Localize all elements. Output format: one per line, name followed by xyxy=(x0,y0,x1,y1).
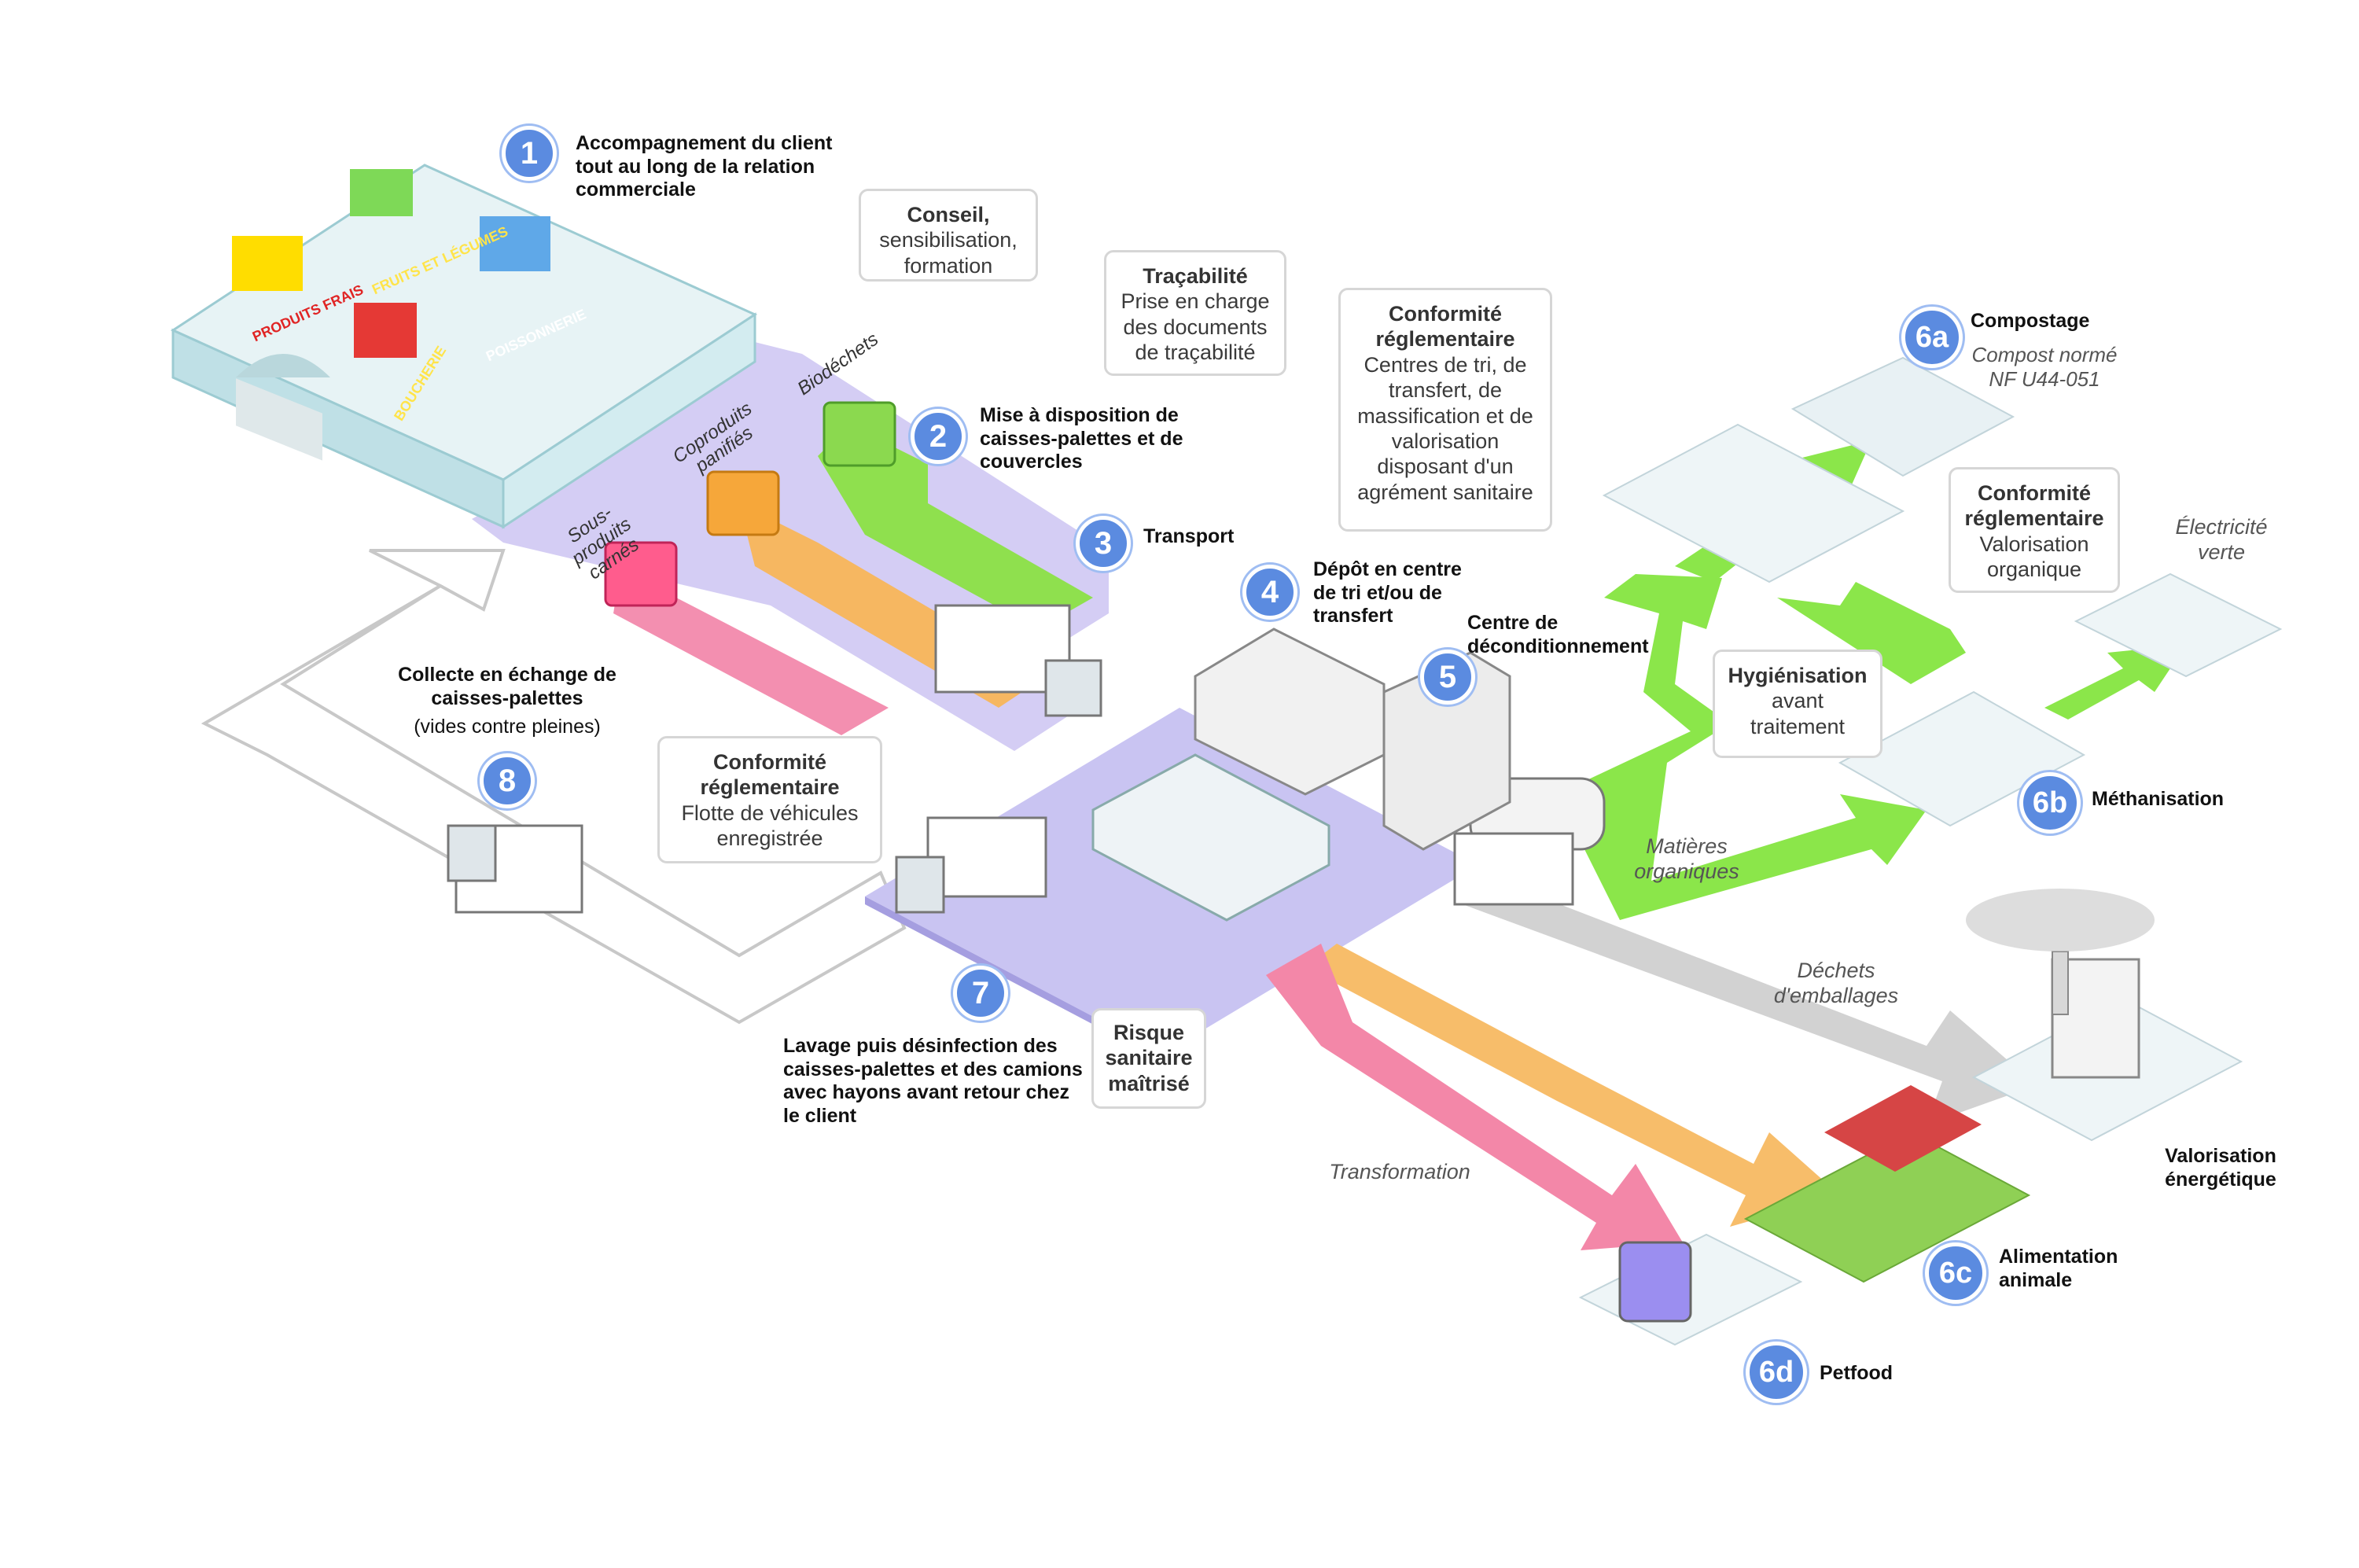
smoke xyxy=(1966,889,2155,951)
platform-electricity xyxy=(2074,572,2283,678)
step-6c-badge: 6c xyxy=(1925,1242,1986,1304)
green-flow xyxy=(818,425,1093,629)
step-7-badge: 7 xyxy=(953,966,1008,1021)
step-3-label: Transport xyxy=(1143,525,1235,547)
box-conformite-centres-title: Conformité réglementaire xyxy=(1375,302,1515,352)
box-conseil: Conseil, sensibilisation, formation xyxy=(859,189,1038,282)
truck-collecte xyxy=(447,824,583,914)
step-6d-badge: 6d xyxy=(1746,1342,1807,1403)
step-2-label: Mise à disposition de caisses-palettes e… xyxy=(980,404,1183,473)
label-matieres: Matières organiques xyxy=(1634,834,1739,884)
step-4-label: Dépôt en centre de tri et/ou de transfer… xyxy=(1313,558,1462,627)
step-3-badge: 3 xyxy=(1076,516,1131,571)
pink-out-arrow xyxy=(1266,944,1683,1250)
sousproduits-tile xyxy=(604,541,678,607)
sign-poisson-bg xyxy=(480,216,550,271)
box-conformite-flotte-title: Conformité réglementaire xyxy=(700,750,840,800)
platform-greenhouse xyxy=(1602,423,1905,583)
truck-washing xyxy=(895,816,1047,914)
sign-fruits-bg xyxy=(350,169,413,216)
store-building xyxy=(170,164,758,529)
box-risque-title: Risque sanitaire maîtrisé xyxy=(1105,1021,1193,1095)
box-conformite-centres: Conformité réglementaire Centres de tri,… xyxy=(1338,288,1552,532)
box-hygienisation: Hygiénisation avant traitement xyxy=(1713,650,1882,758)
step-8-sub: (vides contre pleines) xyxy=(414,716,601,738)
cat-food-can xyxy=(1618,1241,1692,1323)
green-out-arrow-3 xyxy=(1777,582,1966,684)
box-conformite-valo: Conformité réglementaire Valorisation or… xyxy=(1949,467,2120,593)
step-6c-label: Alimentation animale xyxy=(1999,1246,2118,1291)
box-conformite-centres-text: Centres de tri, de transfert, de massifi… xyxy=(1357,352,1533,504)
step-6a-label: Compostage xyxy=(1971,310,2090,332)
label-emballages: Déchets d'emballages xyxy=(1773,959,1899,1008)
grey-arrow xyxy=(1463,873,2037,1124)
step-5-badge: 5 xyxy=(1420,650,1475,705)
box-hygienisation-text: avant traitement xyxy=(1750,689,1846,738)
warehouse xyxy=(1091,753,1330,922)
step-5-label: Centre de déconditionnement xyxy=(1467,612,1649,657)
step-6b-label: Méthanisation xyxy=(2092,788,2225,810)
box-risque: Risque sanitaire maîtrisé xyxy=(1091,1008,1206,1109)
step-1-badge: 1 xyxy=(502,126,557,181)
step-2-badge: 2 xyxy=(911,409,966,464)
box-tracabilite-title: Traçabilité xyxy=(1143,264,1248,288)
box-tracabilite: Traçabilité Prise en charge des document… xyxy=(1104,250,1286,376)
box-conformite-flotte: Conformité réglementaire Flotte de véhic… xyxy=(657,736,882,863)
platform-animal xyxy=(1743,1131,2031,1283)
sign-produits-frais-bg xyxy=(232,236,303,291)
box-tracabilite-text: Prise en charge des documents de traçabi… xyxy=(1121,289,1270,365)
box-conseil-text: sensibilisation, formation xyxy=(879,228,1018,278)
step-7-label: Lavage puis désinfection des caisses-pal… xyxy=(783,1035,1083,1127)
deconditioning-plant xyxy=(1382,651,1511,851)
label-transformation: Transformation xyxy=(1329,1160,1470,1183)
pink-flow xyxy=(613,566,889,735)
biodechets-tile xyxy=(823,401,896,467)
orange-out-arrow xyxy=(1305,944,1840,1227)
truck-transport xyxy=(934,604,1102,717)
step-6b-badge: 6b xyxy=(2019,772,2081,834)
energy-plant xyxy=(2051,951,2140,1079)
green-out-arrow-4 xyxy=(2044,645,2186,720)
box-conseil-title: Conseil, xyxy=(907,203,990,226)
step-4-badge: 4 xyxy=(1242,565,1297,620)
step-6d-label: Petfood xyxy=(1820,1362,1893,1384)
return-arrow xyxy=(201,549,907,1025)
sign-boucherie-bg xyxy=(354,303,417,358)
step-8-badge: 8 xyxy=(480,753,535,808)
step-6a-sub: Compost normé NF U44-051 xyxy=(1971,343,2118,392)
platform-methanisation xyxy=(1838,690,2086,827)
label-electricite: Électricité verte xyxy=(2175,515,2268,565)
step-1-label: Accompagnement du client tout au long de… xyxy=(576,132,833,201)
farm xyxy=(1824,1085,1982,1172)
energy-label: Valorisation énergétique xyxy=(2165,1145,2276,1191)
box-hygienisation-title: Hygiénisation xyxy=(1728,664,1868,687)
box-conformite-valo-title: Conformité réglementaire xyxy=(1964,481,2104,531)
truck-bin xyxy=(1453,832,1574,906)
coproduits-tile xyxy=(706,470,780,536)
step-6a-badge: 6a xyxy=(1901,307,1963,368)
step-8-label: Collecte en échange de caisses-palettes xyxy=(398,664,616,709)
platform-compost xyxy=(1790,356,2015,477)
green-out-arrow-1 xyxy=(1557,574,1927,920)
box-conformite-flotte-text: Flotte de véhicules enregistrée xyxy=(681,801,859,851)
box-conformite-valo-text: Valorisation organique xyxy=(1979,532,2089,582)
